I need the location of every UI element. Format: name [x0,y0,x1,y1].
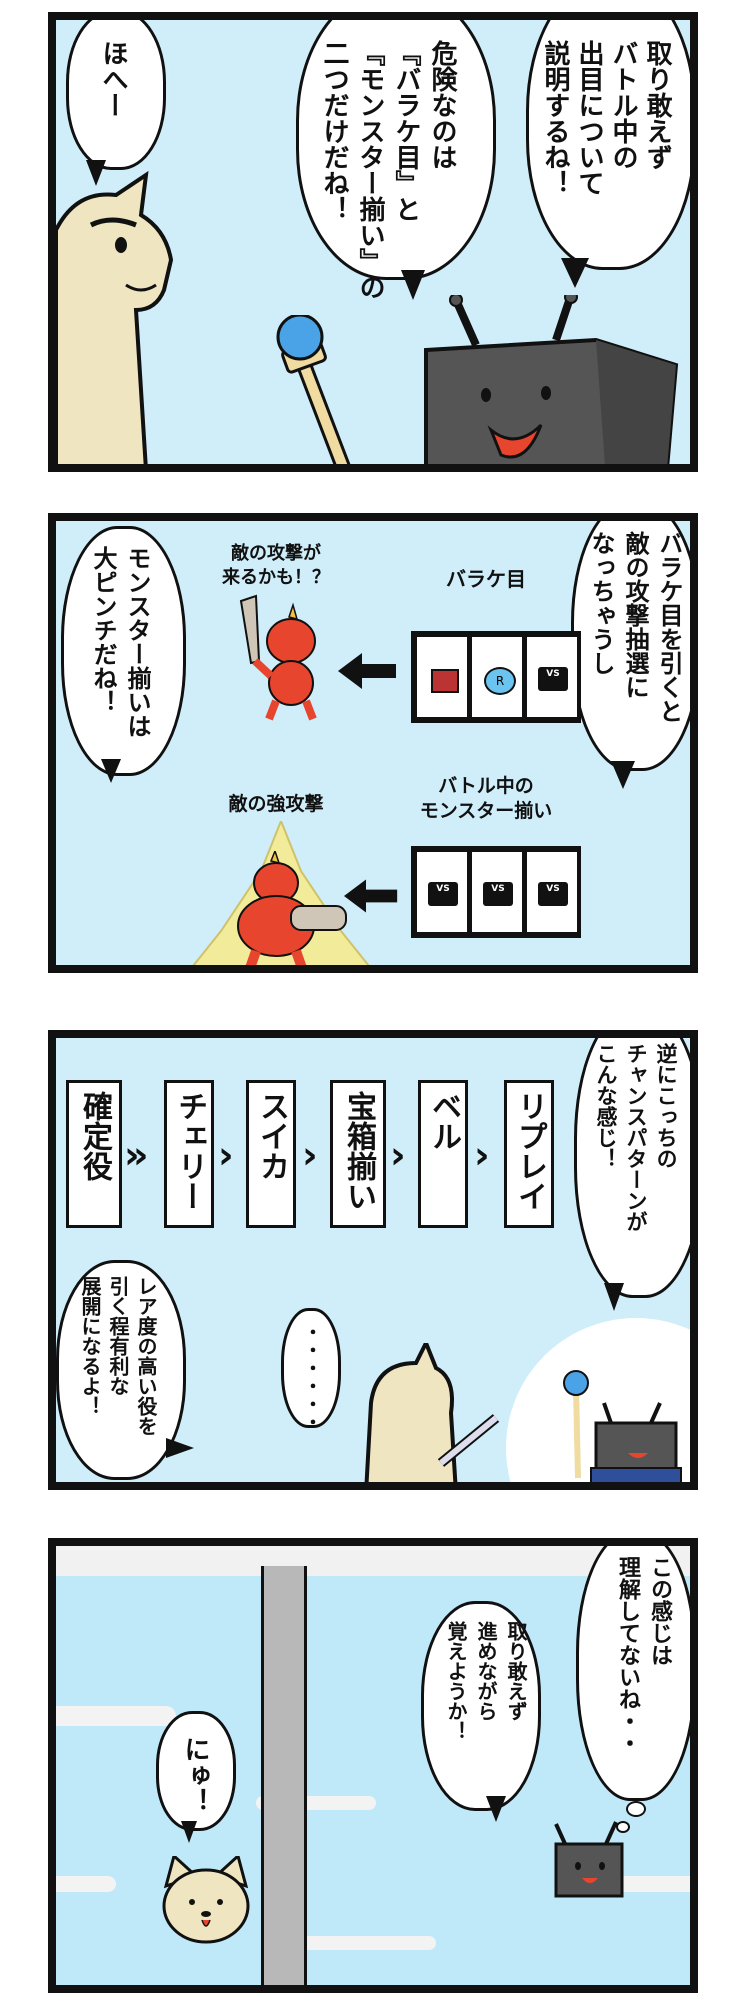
cloud [56,1706,176,1726]
robot-character [424,295,679,464]
speech-bubble-not-understood [576,1546,690,1801]
speech-bubble-dog-hohe [66,20,166,170]
speech-bubble-tail [401,270,425,300]
arrow-left-icon [338,653,396,689]
label-strong-attack: 敵の強攻撃 [228,793,324,815]
thought-dot [616,1821,630,1833]
speech-bubble-chance-pattern [574,1038,690,1298]
chevron-right-icon: › [218,1133,234,1177]
role-replay-label: リプレイ [512,1091,547,1211]
role-bell: ベル [418,1080,468,1228]
reel-replay: R [469,634,525,720]
speech-bubble-robot-explain [526,20,690,270]
dog-face-small [162,1856,250,1944]
speech-bubble-robot-danger [296,20,496,280]
role-cherry-label: チェリー [172,1091,207,1211]
reel-vs-3: VS [524,849,580,935]
cloud [616,1876,690,1892]
comic-panel-2: バラケ目を引くと 敵の攻撃抽選に なっちゃうし モンスター揃いは 大ピンチだね！… [48,513,698,973]
label-enemy-attack-line1: 敵の攻撃が [231,543,321,564]
cloud [56,1546,690,1576]
speech-bubble-tail [101,759,121,783]
speech-bubble-monster-pinch [61,526,186,776]
cloud [296,1936,436,1950]
robot-character-tiny [554,1821,624,1898]
label-monster-line2: モンスター揃い [419,800,553,822]
nyu-text: にゅ！ [180,1736,210,1814]
role-bell-label: ベル [426,1091,461,1151]
dog-character-back [364,1343,500,1482]
red-enemy-with-club [239,594,317,721]
learn-as-go-text: 取り敢えず 進めながら 覚えようか！ [444,1621,528,1741]
chevron-right-icon: › [302,1133,318,1177]
role-suika-label: スイカ [254,1091,289,1181]
speech-bubble-tail [486,1796,506,1822]
dog-hohe-text: ほへー [98,40,128,118]
robot-danger-text: 危険なのは 『バラケ目』と 『モンスター揃い』の 二つだけだね！ [319,40,457,300]
speech-bubble-tail [561,258,589,288]
role-suika: スイカ [246,1080,296,1228]
comic-panel-4: この感じは 理解してないね・・ 取り敢えず 進めながら 覚えようか！ にゅ！ [48,1538,698,1993]
role-replay: リプレイ [504,1080,554,1228]
vs-monster-icon: VS [538,667,568,691]
stone-pillar [261,1566,307,1985]
robot-explain-text: 取り敢えず バトル中の 出目について 説明するね！ [540,40,672,196]
role-takarabako-label: 宝箱揃い [341,1091,376,1211]
speech-bubble-rare-role [56,1260,186,1480]
speech-bubble-tail [86,160,106,186]
label-enemy-attack-line2: 来るかも！？ [222,567,330,588]
chevron-right-icon: › [474,1133,490,1177]
treasure-chest-icon [431,669,459,693]
speech-bubble-tail [604,1283,624,1311]
speech-bubble-learn-as-go [421,1601,541,1811]
speech-bubble-tail [181,1821,197,1843]
dots-text: ・・・・・・ [301,1323,322,1431]
role-kakutei: 確定役 [66,1080,122,1228]
comic-panel-1: 取り敢えず バトル中の 出目について 説明するね！ 危険なのは 『バラケ目』と … [48,12,698,472]
reel-vs: VS [524,634,580,720]
role-kakutei-label: 確定役 [77,1091,112,1181]
dog-character [56,170,174,464]
comic-panel-3: 確定役 » チェリー › スイカ › 宝箱揃い › ベル › リプレイ 逆にこっ… [48,1030,698,1490]
red-enemy-strong [237,851,347,965]
monster-pinch-text: モンスター揃いは 大ピンチだね！ [89,546,151,738]
chevron-right-icon: › [390,1133,406,1177]
reel-treasure [414,634,470,720]
chevron-right-icon: » [124,1133,149,1177]
vs-monster-icon: VS [428,882,458,906]
robot-character-small [563,1370,682,1482]
reel-vs-2: VS [469,849,525,935]
role-cherry: チェリー [164,1080,214,1228]
role-takarabako: 宝箱揃い [330,1080,386,1228]
label-barake-me: バラケ目 [446,567,526,591]
cloud [56,1876,116,1892]
vs-monster-icon: VS [483,882,513,906]
reel-vs-1: VS [414,849,470,935]
chance-pattern-text: 逆にこっちの チャンスパターンが こんな感じ！ [594,1043,678,1232]
barake-explain-text: バラケ目を引くと 敵の攻撃抽選に なっちゃうし [587,531,683,723]
magic-staff [276,315,351,464]
speech-bubble-tail [166,1438,194,1458]
arrow-left-icon [344,879,398,913]
vs-monster-icon: VS [538,882,568,906]
speech-bubble-tail [611,761,635,789]
rare-role-text: レア度の高い役を 引く程有利な 展開になるよ！ [78,1276,158,1436]
speech-bubble-dots [281,1308,341,1428]
thought-dot [626,1801,646,1817]
replay-icon: R [484,667,516,695]
label-monster-line1: バトル中の [438,775,534,797]
not-understood-text: この感じは 理解してないね・・ [615,1556,672,1754]
